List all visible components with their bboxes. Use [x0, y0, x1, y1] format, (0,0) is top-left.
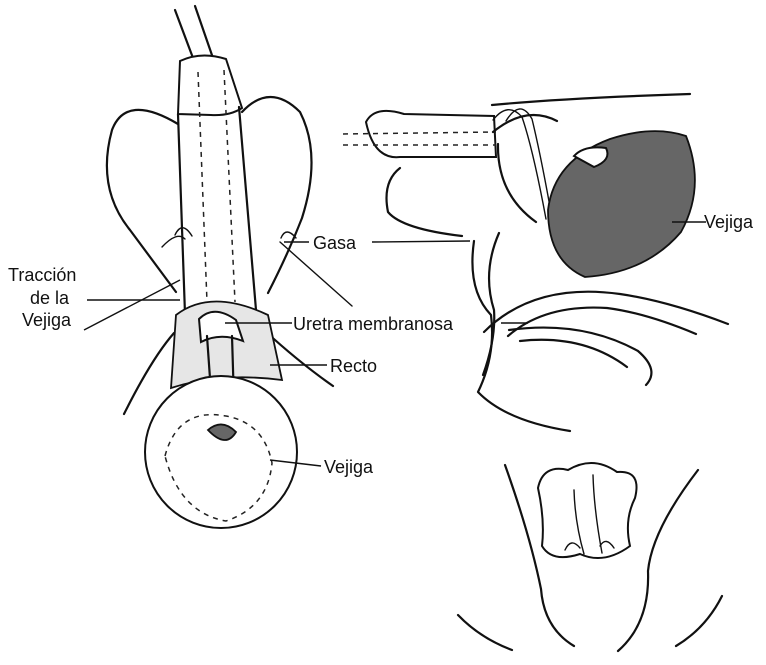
bladder-left [145, 376, 297, 528]
left-retracted-tissue [107, 110, 178, 292]
leader-gasa-right [372, 241, 470, 242]
lower-perineal-lines [458, 596, 722, 650]
urethral-catheter-body [178, 107, 256, 314]
label-traccion: Tracción [8, 264, 76, 286]
label-recto: Recto [330, 355, 377, 377]
perineal-central-structure [538, 463, 637, 558]
shaded-bladder [548, 131, 695, 277]
sagittal-perineum-outline [387, 168, 463, 236]
left-stay-suture [162, 228, 192, 247]
rectum-inner-outline [508, 308, 696, 336]
right-sagittal-view [343, 94, 728, 431]
label-vejiga-left: Vejiga [22, 309, 71, 331]
label-gasa: Gasa [313, 232, 356, 254]
label-de-la: de la [30, 287, 69, 309]
lower-rectal-loop [509, 328, 651, 385]
perineal-view [458, 463, 722, 651]
leader-vejiga-left [84, 280, 180, 330]
label-vejiga-right: Vejiga [704, 211, 753, 233]
sagittal-lower-outline [472, 241, 570, 431]
proximal-catheter-segment [178, 55, 242, 115]
left-dissection-view [107, 6, 352, 528]
label-uretra-membranosa: Uretra membranosa [293, 313, 453, 335]
label-vejiga-bottom: Vejiga [324, 456, 373, 478]
